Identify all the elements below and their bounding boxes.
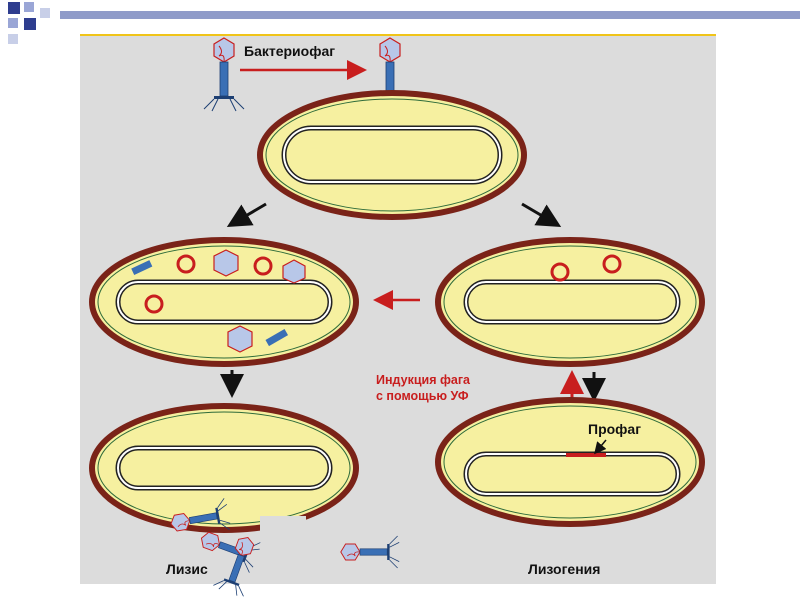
corner-decoration: [0, 0, 60, 50]
induction-label-line1: Индукция фага: [376, 373, 471, 387]
cell-circular-dna: [435, 237, 705, 367]
cell-infection: [257, 90, 527, 220]
prophage-pointer: [594, 439, 607, 455]
cell-lysogeny: [435, 397, 705, 527]
header-decoration-bar: [60, 8, 800, 20]
free-phage-icon: [203, 37, 245, 112]
bacteriophage-label: Бактериофаг: [244, 43, 335, 59]
cell-lysis: [89, 403, 359, 538]
lysogeny-label: Лизогения: [528, 561, 600, 577]
arrow-to-lytic: [226, 202, 267, 228]
cell-replication: [89, 237, 359, 367]
prophage-label: Профаг: [588, 421, 641, 437]
lysis-label: Лизис: [166, 561, 208, 577]
induction-label-line2: с помощью УФ: [376, 389, 469, 403]
arrow-to-lysogenic: [521, 202, 562, 228]
